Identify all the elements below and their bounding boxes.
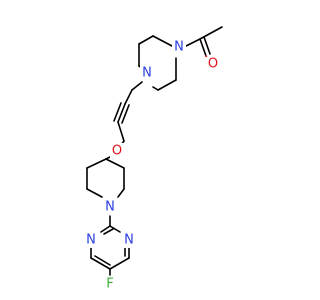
atom-n-piperidine: N: [105, 200, 115, 215]
atom-f-fluorine: F: [106, 277, 113, 292]
bond-pm-2b: [103, 228, 114, 235]
atom-bg-n2: [140, 65, 154, 81]
atom-bg-n1: [172, 39, 186, 55]
butynyl-linker: [113, 81, 143, 146]
atom-bg-n5: [122, 232, 136, 248]
bond-pz-4: [157, 79, 177, 91]
bond-pz-7: [152, 86, 159, 91]
piperidine-ring: [86, 155, 125, 198]
fluoropyrimidine-ring: [90, 215, 130, 276]
atom-labels: N O N O N N N F: [84, 39, 220, 292]
bond-pm-2: [100, 225, 111, 233]
bond-pm-4b: [94, 255, 111, 266]
bond-pm-1: [109, 225, 121, 233]
bond-pd-1: [86, 158, 107, 169]
atom-n-pyrimidine-left: N: [86, 233, 96, 248]
atom-bg-n4: [84, 232, 98, 248]
bond-alkyne-2: [113, 102, 122, 122]
bond-ch2-a: [131, 81, 143, 91]
bond-ch2-b: [117, 121, 125, 142]
atom-bg-f: [103, 276, 117, 292]
atom-n-propargyl: N: [142, 66, 152, 81]
bond-pz-1: [152, 35, 173, 47]
atom-n-pyrimidine-right: N: [124, 233, 134, 248]
atom-bg-n3: [103, 199, 117, 215]
bond-acetyl-n: [185, 38, 201, 47]
atom-bg-o2: [110, 143, 124, 159]
atom-o-ether: O: [112, 144, 122, 159]
piperazine-ring: [138, 35, 177, 91]
bond-pd-4: [105, 158, 125, 169]
atom-bg-o1: [206, 57, 220, 73]
molecule-diagram: N O N O N N N F: [84, 26, 223, 292]
atom-n-acetyl: N: [174, 40, 184, 55]
bond-alkyne-3: [121, 104, 130, 124]
bond-pd-6: [117, 188, 125, 198]
bond-pd-3: [86, 188, 103, 198]
atom-o-carbonyl: O: [208, 57, 218, 72]
bond-propargyl: [124, 89, 133, 105]
molecule-structure: N O N O N N N F: [84, 26, 223, 292]
bond-alkyne-1: [117, 103, 126, 123]
bond-carbonyl-a: [199, 38, 207, 57]
bond-pm-5: [109, 257, 130, 270]
bond-pz-2: [138, 35, 154, 45]
bond-carbonyl-b: [203, 36, 211, 55]
bond-pm-4: [90, 257, 111, 270]
